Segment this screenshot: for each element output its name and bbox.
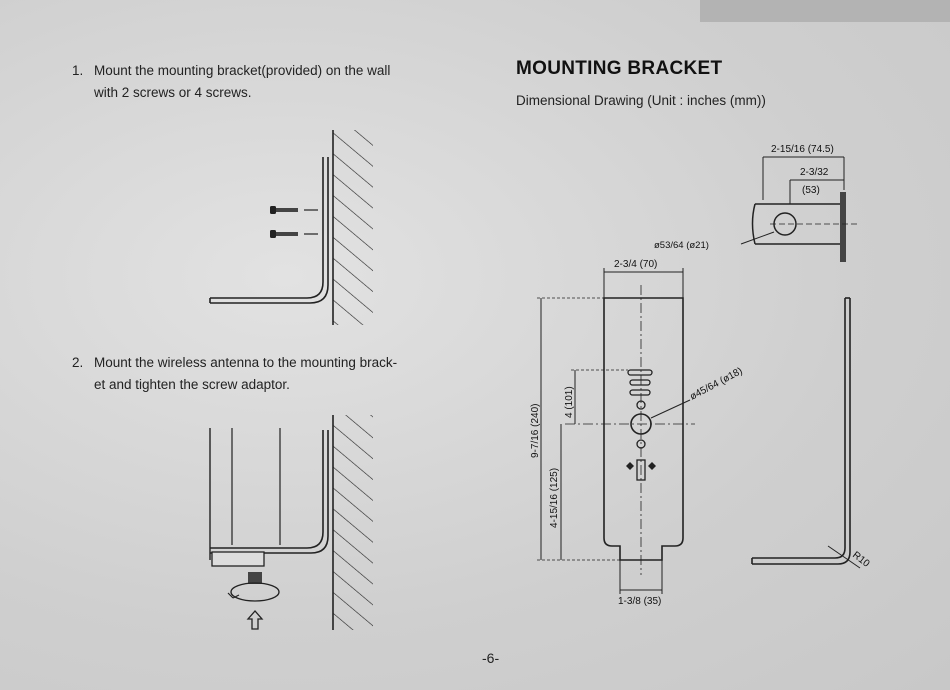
- wall-hatch: [333, 415, 373, 630]
- corner-tab: [700, 0, 950, 22]
- screw-icon: [270, 230, 318, 238]
- wall-hatch: [333, 130, 373, 325]
- figure-antenna-mount: [209, 415, 373, 630]
- diamond-hole: [626, 462, 634, 470]
- diamond-hole: [648, 462, 656, 470]
- plate-outline: [603, 297, 684, 561]
- page-number: -6-: [482, 650, 500, 666]
- step-2-line-1: Mount the wireless antenna to the mounti…: [94, 355, 398, 370]
- dim-tab-width: 1-3/8 (35): [618, 596, 661, 607]
- dim-bend-radius: R10: [850, 550, 872, 570]
- slot-hole: [636, 459, 646, 481]
- step-2-line-2: et and tighten the screw adaptor.: [94, 377, 290, 392]
- dim-total-height: 9-7/16 (240): [530, 404, 541, 458]
- bracket-outline: [210, 157, 324, 299]
- dim-width: 2-3/4 (70): [614, 259, 657, 270]
- antenna-base: [211, 551, 265, 567]
- section-subtitle: Dimensional Drawing (Unit : inches (mm)): [516, 93, 766, 108]
- step-1-line-1: Mount the mounting bracket(provided) on …: [94, 63, 391, 78]
- screw-adaptor-icon: [227, 572, 280, 602]
- figure-bracket-wall: [209, 130, 373, 325]
- screw-hole: [636, 439, 646, 449]
- figure-side-view: 2-15/16 (74.5) 2-3/32 (53) ø53/64 (ø21): [654, 144, 860, 262]
- profile-outline: [752, 298, 846, 559]
- center-hole: [630, 413, 652, 435]
- slot-hole: [629, 379, 651, 386]
- step-1-line-2: with 2 screws or 4 screws.: [94, 85, 252, 100]
- side-flange: [840, 192, 846, 262]
- slot-hole: [627, 369, 653, 376]
- dim-side-inner-mm: (53): [802, 185, 820, 196]
- dim-side-hole: ø53/64 (ø21): [654, 240, 709, 251]
- figure-front-view: 2-3/4 (70) ø45/64 (ø18) 9-7/16 (240) 4-1…: [530, 259, 744, 607]
- bracket-outline: [210, 430, 324, 549]
- screw-hole: [636, 400, 646, 410]
- figure-side-profile: R10: [751, 297, 872, 570]
- dim-center-hole: ø45/64 (ø18): [688, 366, 744, 403]
- dim-side-length: 2-15/16 (74.5): [771, 144, 834, 155]
- section-title: MOUNTING BRACKET: [516, 58, 723, 79]
- arrow-up-icon: [246, 610, 264, 630]
- dim-upper-height: 4 (101): [564, 386, 575, 418]
- slot-hole: [629, 389, 651, 396]
- screw-icon: [270, 206, 318, 214]
- dim-lower-height: 4-15/16 (125): [549, 468, 560, 528]
- step-2-number: 2.: [72, 355, 84, 370]
- dim-side-inner: 2-3/32: [800, 167, 829, 178]
- step-1-number: 1.: [72, 63, 84, 78]
